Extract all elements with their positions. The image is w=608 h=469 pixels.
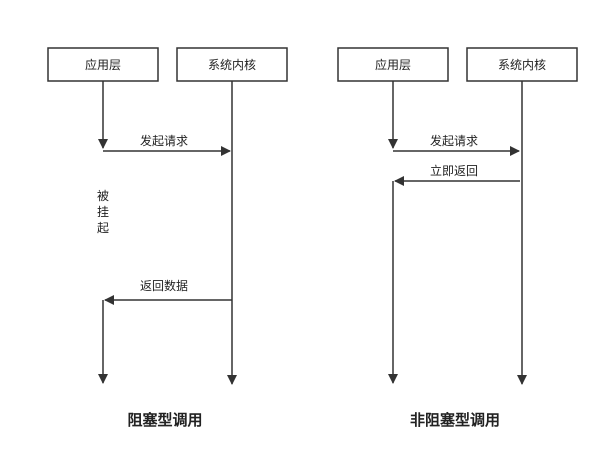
blocking-suspend-char-3: 起 [97,221,109,235]
nonblocking-kernel-box-label: 系统内核 [498,58,546,72]
blocking-return-label: 返回数据 [140,278,188,293]
blocking-request-label: 发起请求 [140,133,188,148]
nonblocking-return-label: 立即返回 [430,163,478,178]
blocking-suspend-char-1: 被 [97,189,109,203]
blocking-app-box-label: 应用层 [85,57,121,72]
blocking-caption: 阻塞型调用 [127,411,202,429]
blocking-app-box [47,47,159,82]
nonblocking-diagram: 应用层 系统内核 发起请求 立即返回 非阻塞型调用 [337,47,578,429]
nonblocking-caption: 非阻塞型调用 [410,411,500,429]
blocking-kernel-box-label: 系统内核 [208,58,256,72]
nonblocking-request-label: 发起请求 [430,133,478,148]
blocking-suspend-char-2: 挂 [97,205,109,219]
blocking-kernel-box [176,47,288,82]
nonblocking-app-box [337,47,449,82]
nonblocking-kernel-box [466,47,578,82]
blocking-diagram: 应用层 系统内核 发起请求 被 挂 起 返回数据 阻塞型调用 [47,47,288,429]
nonblocking-app-box-label: 应用层 [375,57,411,72]
